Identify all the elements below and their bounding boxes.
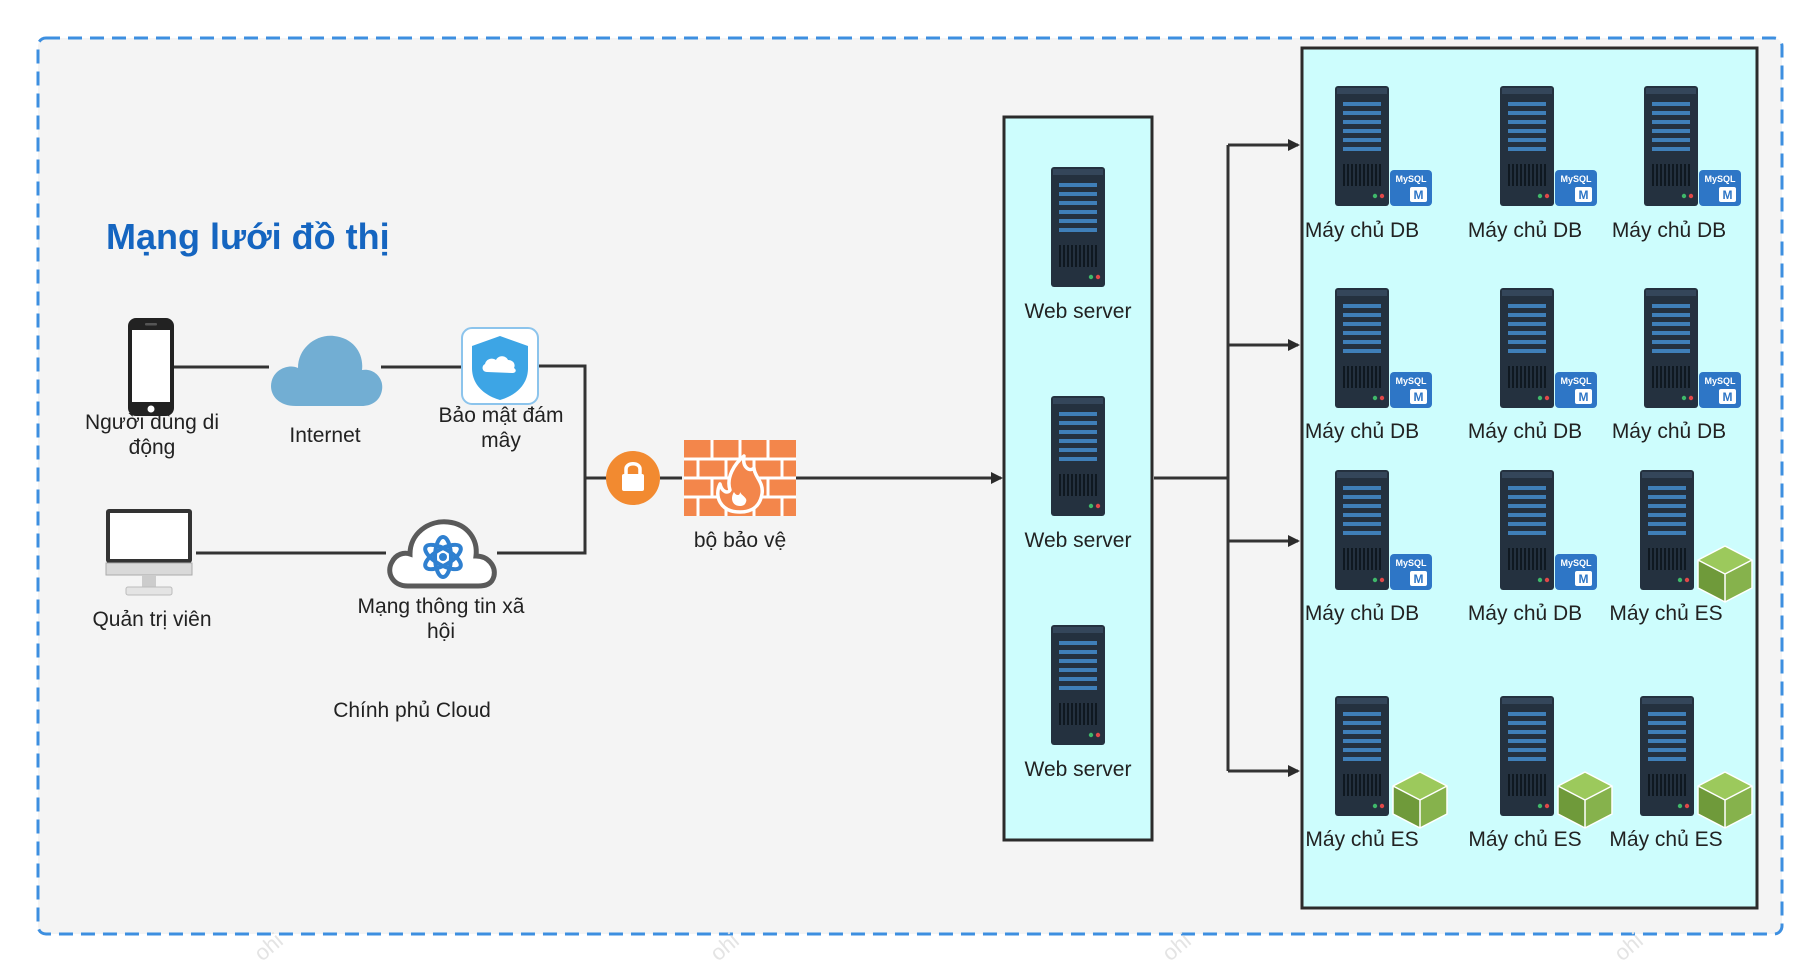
svg-text:MySQL: MySQL: [1704, 376, 1736, 386]
svg-text:MySQL: MySQL: [1395, 376, 1427, 386]
svg-text:M: M: [1579, 572, 1589, 586]
web-server-label: Web server: [1024, 758, 1132, 781]
web-server-label: Web server: [1024, 300, 1132, 323]
db-server-label: Máy chủ DB: [1304, 219, 1420, 242]
smartphone-icon: [128, 318, 174, 416]
server-rack-icon: [1335, 86, 1389, 206]
mysql-badge-icon: MySQL M: [1390, 170, 1432, 206]
mysql-badge-icon: MySQL M: [1699, 170, 1741, 206]
server-rack-icon: [1335, 470, 1389, 590]
mysql-badge-icon: MySQL M: [1390, 372, 1432, 408]
atom-cloud-icon: [387, 519, 497, 589]
svg-text:MySQL: MySQL: [1395, 174, 1427, 184]
svg-text:M: M: [1723, 390, 1733, 404]
db-server-label: Máy chủ DB: [1304, 602, 1420, 625]
cloud-icon: [271, 335, 383, 406]
connection-lines: [174, 139, 1300, 777]
db-server-label: Máy chủ DB: [1611, 219, 1727, 242]
db-server-label: Máy chủ DB: [1467, 219, 1583, 242]
mysql-badge-icon: MySQL M: [1699, 372, 1741, 408]
svg-text:MySQL: MySQL: [1560, 174, 1592, 184]
svg-text:MySQL: MySQL: [1704, 174, 1736, 184]
svg-text:M: M: [1579, 188, 1589, 202]
page-title: Mạng lưới đồ thị: [106, 216, 390, 257]
web-server-label: Web server: [1024, 529, 1132, 552]
cloud-region-label: Chính phủ Cloud: [333, 699, 491, 722]
server-rack-icon: [1644, 86, 1698, 206]
svg-text:M: M: [1723, 188, 1733, 202]
db-server-label: Máy chủ DB: [1304, 420, 1420, 443]
es-server-label: Máy chủ ES: [1609, 602, 1723, 625]
es-server-label: Máy chủ ES: [1468, 828, 1582, 851]
brick-fire-icon: [684, 440, 796, 516]
monitor-icon: [105, 509, 193, 596]
shield-cloud-icon: [461, 327, 539, 405]
firewall-label: bộ bảo vệ: [693, 529, 787, 552]
es-server-label: Máy chủ ES: [1609, 828, 1723, 851]
lock-icon: [606, 451, 660, 505]
server-rack-icon: [1051, 167, 1105, 287]
svg-text:M: M: [1414, 390, 1424, 404]
internet-label: Internet: [289, 424, 361, 447]
mysql-badge-icon: MySQL M: [1390, 554, 1432, 590]
db-server-icons: MySQLMMySQLMMySQLMMySQLMMySQLMMySQLMMySQ…: [1335, 86, 1753, 829]
es-server-label: Máy chủ ES: [1305, 828, 1419, 851]
svg-text:MySQL: MySQL: [1560, 376, 1592, 386]
mobile-user-label: Người dùng di động: [84, 411, 220, 459]
mysql-badge-icon: MySQL M: [1555, 170, 1597, 206]
db-server-label: Máy chủ DB: [1611, 420, 1727, 443]
svg-text:MySQL: MySQL: [1560, 558, 1592, 568]
db-server-label: Máy chủ DB: [1467, 602, 1583, 625]
mysql-badge-icon: MySQL M: [1555, 372, 1597, 408]
server-rack-icon: [1500, 86, 1554, 206]
social-network-label: Mạng thông tin xã hội: [357, 595, 525, 643]
server-rack-icon: [1640, 470, 1694, 590]
server-rack-icon: [1335, 288, 1389, 408]
admin-label: Quản trị viên: [92, 608, 212, 631]
mysql-badge-icon: MySQL M: [1555, 554, 1597, 590]
server-rack-icon: [1500, 288, 1554, 408]
svg-text:M: M: [1414, 188, 1424, 202]
server-rack-icon: [1051, 396, 1105, 516]
server-rack-icon: [1500, 696, 1554, 816]
server-rack-icon: [1335, 696, 1389, 816]
cloud-security-label: Bảo mật đám mây: [438, 404, 564, 452]
db-server-label: Máy chủ DB: [1467, 420, 1583, 443]
svg-text:M: M: [1414, 572, 1424, 586]
server-rack-icon: [1640, 696, 1694, 816]
server-rack-icon: [1500, 470, 1554, 590]
server-rack-icon: [1051, 625, 1105, 745]
server-rack-icon: [1644, 288, 1698, 408]
web-server-icons: [1051, 167, 1105, 745]
svg-text:M: M: [1579, 390, 1589, 404]
svg-text:MySQL: MySQL: [1395, 558, 1427, 568]
